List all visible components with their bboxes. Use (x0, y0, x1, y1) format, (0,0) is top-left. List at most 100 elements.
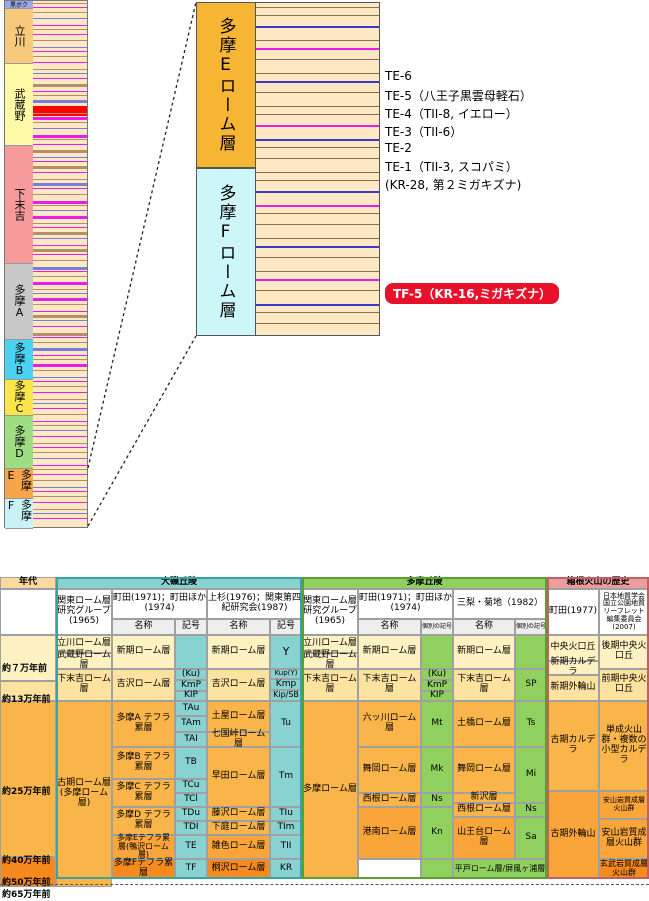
age-label-40: 約40万年前 (2, 856, 51, 866)
tephra-stripe (33, 276, 87, 277)
tephra-stripe (33, 188, 87, 189)
misato-shinki: 新期ローム層 (453, 635, 515, 669)
tephra-stripe (33, 95, 87, 96)
subheader-name: 名称 (207, 619, 270, 635)
machida2-nishine: 西根ローム層 (358, 793, 421, 807)
tephra-stripe (33, 12, 87, 13)
machida-shinki: 新期ローム層 (112, 635, 175, 669)
tephra-stripe (33, 157, 87, 158)
machida2-maioka: 舞岡ローム層 (358, 747, 421, 793)
uesugi-fujisawa: 藤沢ローム層 (207, 807, 270, 821)
header-tama: 多摩丘陵 (302, 577, 547, 589)
uesugi-tsuchiya: 土屋ローム層 (207, 701, 270, 732)
tephra-stripe (33, 381, 87, 382)
unit-musashino: 武蔵野 (5, 64, 33, 146)
tephra-stripe (33, 298, 87, 301)
machida-tama-e: 多摩Eテフラ累層(鴨沢ローム層) (112, 833, 175, 859)
uesugi-shinki: 新期ローム層 (207, 635, 270, 669)
zoom-stripe (256, 114, 379, 115)
tama-e-loam-label: 多摩Eローム層 (196, 2, 256, 168)
tephra-stripe (33, 117, 87, 120)
correlation-table: 年代 大磯丘陵 多摩丘陵 箱根火山の歴史 関東ローム層研究グループ(1965) … (0, 577, 649, 900)
tephra-label-te2: TE-2 (385, 141, 412, 155)
machida-sym-klp: KIP (175, 690, 207, 701)
zoom-stripe (256, 158, 379, 159)
kanto2-tama: 多摩ローム層 (302, 701, 358, 879)
subheader-sym: 記号 (175, 619, 207, 635)
subheader-sym: 記号 (270, 619, 302, 635)
bottom-dashed-line (0, 884, 649, 885)
age-band-4 (0, 857, 56, 887)
zoom-stripe (256, 191, 379, 193)
uesugi-sym-tm: Tm (270, 747, 302, 807)
machida-sym-tam: TAm (175, 716, 207, 732)
header-uesugi: 上杉(1976)；関東第四紀研究会(1987) (207, 589, 302, 619)
machida-tama-f: 多摩Fテフラ累層 (112, 858, 175, 879)
tephra-stripe (33, 201, 87, 204)
tephra-stripe (33, 106, 87, 116)
age-band-2 (0, 681, 56, 701)
machida2-sym-mk: Mk (421, 747, 453, 793)
uesugi-sym-tii: TII (270, 835, 302, 859)
machida2-sym-mt: Mt (421, 701, 453, 747)
zoom-stripe (256, 312, 379, 313)
tephra-stripe (33, 377, 87, 378)
tephra-stripe (33, 491, 87, 492)
zoom-stripe (256, 106, 379, 107)
misato-maioka: 舞岡ローム層 (453, 747, 515, 793)
misato-shimosueyoshi: 下末吉ローム層 (453, 669, 515, 701)
age-band-1 (0, 635, 56, 681)
uesugi-sym-y: Y (270, 635, 302, 669)
zoom-stripe (256, 213, 379, 214)
tephra-stripe (33, 465, 87, 466)
kanto2-tachikawa: 立川ローム層 (302, 635, 358, 653)
tephra-stripe (33, 359, 87, 360)
tephra-stripe (33, 293, 87, 294)
header-kanto: 関東ローム層研究グループ(1965) (56, 589, 112, 635)
unit-shimosueyoshi: 下末吉 (5, 146, 33, 264)
tephra-stripe (33, 56, 87, 57)
tephra-stripe (33, 289, 87, 290)
tephra-stripe (33, 364, 87, 367)
tephra-stripe (33, 216, 87, 219)
kanto-shimosueyoshi: 下末吉ローム層 (56, 669, 112, 701)
machida2-sym-kip: KIP (421, 690, 453, 701)
misato-dobashi: 土橋ローム層 (453, 701, 515, 747)
zoom-stripe (256, 73, 379, 74)
tephra-stripes (33, 1, 87, 527)
tephra-stripe (33, 25, 87, 26)
machida2-sym-bottom (421, 859, 453, 879)
header-kanto2: 関東ローム層研究グループ(1965) (302, 589, 358, 635)
uesugi-souda: 早田ローム層 (207, 747, 270, 807)
machida-sym-tf: TF (175, 859, 207, 879)
uesugi-sym-kupy: Kup(Y) (270, 669, 302, 679)
tephra-stripe (33, 348, 87, 351)
tephra-stripe (33, 245, 87, 246)
tephra-stripe (33, 487, 87, 488)
zoom-stripe (256, 180, 379, 181)
uesugi-sym-kmp: Kmp (270, 679, 302, 690)
misato-sym-sp: SP (515, 669, 547, 701)
subheader-name: 名称 (358, 619, 421, 635)
zoom-stripe (256, 304, 379, 306)
machida-sym-tal: TAI (175, 732, 207, 747)
hakone-andesite-2: 安山岩質成層火山群 (599, 819, 649, 859)
zoom-stripe (256, 125, 379, 127)
unit-tama-e: 多摩E (5, 469, 33, 499)
tephra-stripe (33, 370, 87, 371)
machida-sym-tcu: TCu (175, 779, 207, 793)
unit-tama-f: 多摩F (5, 499, 33, 529)
machida-sym-tcl: TCl (175, 793, 207, 807)
misato-shinzawa: 新沢層 (453, 792, 515, 803)
machida-sym-ku: (Ku) (175, 669, 207, 680)
tephra-stripe (33, 113, 87, 114)
hakone-monogenetic: 単成火山群・複数の小型カルデラ (599, 701, 649, 791)
tephra-stripe (33, 355, 87, 356)
misato-sym-sa: Sa (515, 817, 547, 859)
machida2-sym-ku: (Ku) (421, 669, 453, 680)
header-machida: 町田(1971)；町田ほか(1974) (112, 589, 207, 619)
tama-f-loam-label: 多摩Fローム層 (196, 168, 256, 336)
tephra-stripe (33, 51, 87, 52)
machida-tama-b: 多摩B テフラ累層 (112, 747, 175, 779)
machida-sym-tdl: TDI (175, 821, 207, 835)
